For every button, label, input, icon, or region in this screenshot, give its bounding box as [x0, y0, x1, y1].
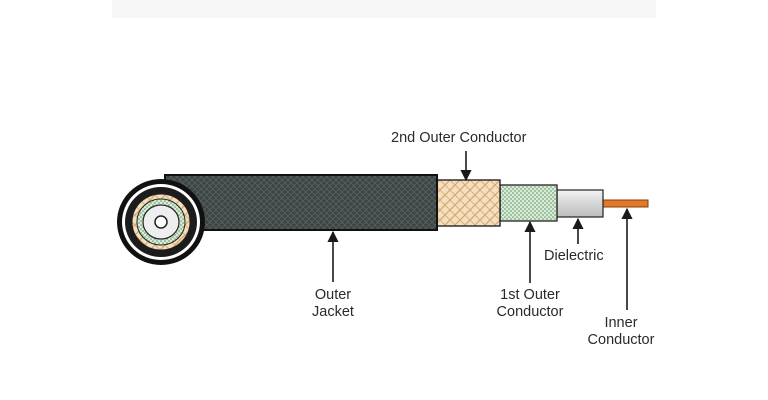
label-outer-jacket: Outer Jacket	[303, 287, 363, 321]
second-outer-conductor-segment	[436, 179, 501, 227]
label-inner-conductor: Inner Conductor	[566, 315, 676, 349]
label-first-outer-line1: 1st Outer	[500, 287, 560, 303]
top-band	[112, 0, 656, 18]
label-dielectric: Dielectric	[544, 248, 604, 264]
label-outer-jacket-line1: Outer	[314, 287, 352, 303]
first-outer-conductor-segment	[499, 184, 558, 222]
cable-end-cross-section	[117, 179, 205, 265]
inner-conductor	[599, 199, 649, 208]
outer-jacket-body	[164, 174, 438, 231]
label-first-outer-conductor: 1st Outer Conductor	[470, 287, 590, 321]
label-inner-line1: Inner	[604, 315, 638, 331]
label-first-outer-line2: Conductor	[496, 304, 564, 320]
dielectric-segment	[556, 189, 604, 218]
label-outer-jacket-line2: Jacket	[312, 304, 354, 320]
label-second-outer-conductor: 2nd Outer Conductor	[391, 130, 527, 146]
label-inner-line2: Conductor	[587, 332, 655, 348]
